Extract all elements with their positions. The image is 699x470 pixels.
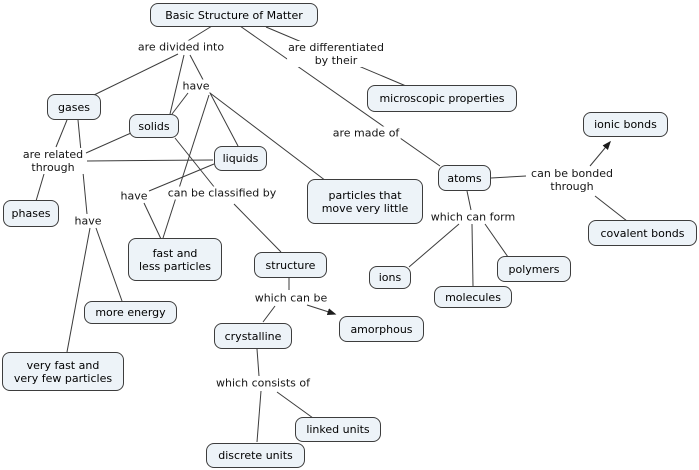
node-solids[interactable]: solids xyxy=(129,114,179,138)
link-label-which-can-form[interactable]: which can form xyxy=(429,210,517,224)
link-label-have-gases[interactable]: have xyxy=(73,214,103,228)
node-microscopic-properties[interactable]: microscopic properties xyxy=(367,85,517,112)
link-label-which-consists-of[interactable]: which consists of xyxy=(215,376,311,390)
link-label-are-divided-into[interactable]: are divided into xyxy=(136,40,226,54)
node-structure[interactable]: structure xyxy=(254,252,327,278)
node-atoms[interactable]: atoms xyxy=(438,165,491,191)
node-gases[interactable]: gases xyxy=(47,94,101,120)
link-label-are-made-of[interactable]: are made of xyxy=(331,126,401,140)
node-fast-and-less-particles[interactable]: fast and less particles xyxy=(128,238,222,281)
link-label-have-liquids[interactable]: have xyxy=(119,189,149,203)
node-ionic-bonds[interactable]: ionic bonds xyxy=(583,112,668,137)
node-discrete-units[interactable]: discrete units xyxy=(206,443,305,468)
link-label-are-differentiated[interactable]: are differentiated by their xyxy=(287,41,385,67)
node-liquids[interactable]: liquids xyxy=(214,146,267,171)
node-phases[interactable]: phases xyxy=(3,200,59,227)
node-covalent-bonds[interactable]: covalent bonds xyxy=(588,220,697,246)
node-ions[interactable]: ions xyxy=(369,266,411,289)
node-linked-units[interactable]: linked units xyxy=(295,417,381,442)
node-molecules[interactable]: molecules xyxy=(434,286,512,308)
link-label-are-related-through[interactable]: are related through xyxy=(21,148,85,174)
link-label-can-be-bonded-through[interactable]: can be bonded through xyxy=(530,167,614,193)
node-particles-that-move-very-little[interactable]: particles that move very little xyxy=(307,179,423,224)
node-amorphous[interactable]: amorphous xyxy=(339,316,424,342)
node-very-fast-and-very-few-particles[interactable]: very fast and very few particles xyxy=(2,352,124,391)
link-label-have-solids[interactable]: have xyxy=(181,79,211,93)
edges xyxy=(35,25,628,443)
node-polymers[interactable]: polymers xyxy=(497,256,571,282)
node-more-energy[interactable]: more energy xyxy=(84,301,177,324)
link-label-can-be-classified-by[interactable]: can be classified by xyxy=(166,186,278,200)
node-basic-structure-of-matter[interactable]: Basic Structure of Matter xyxy=(150,3,318,27)
node-crystalline[interactable]: crystalline xyxy=(214,323,292,349)
link-label-which-can-be[interactable]: which can be xyxy=(253,291,329,305)
